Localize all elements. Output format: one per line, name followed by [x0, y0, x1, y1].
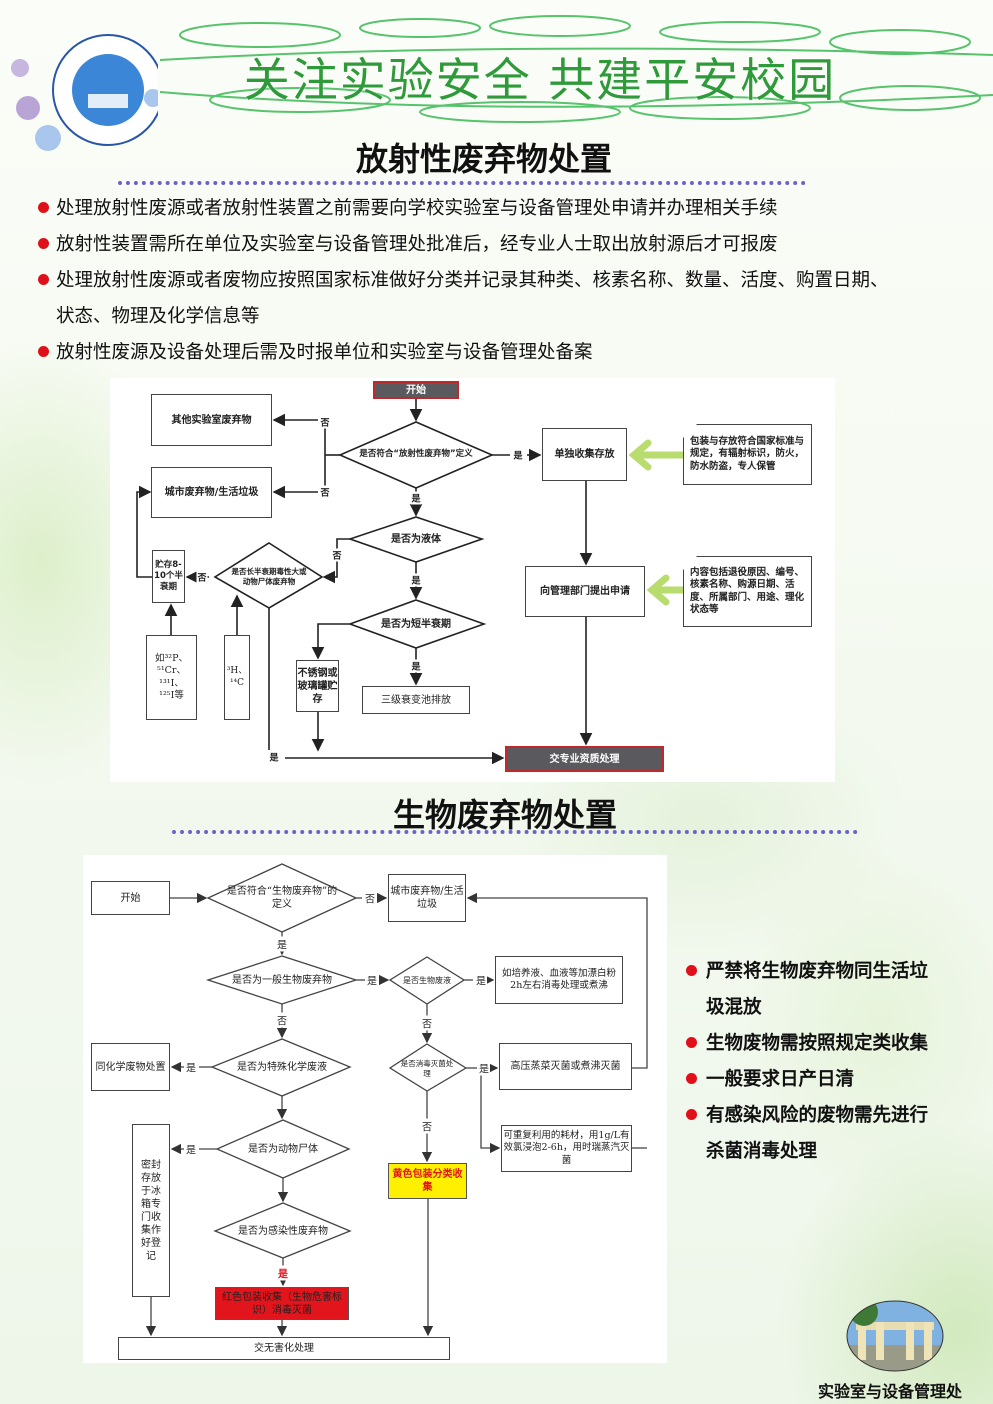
no-label: 否	[331, 548, 343, 562]
radio-other-lab-waste: 其他实验室废弃物	[151, 394, 272, 446]
yes-label: 是	[475, 972, 487, 988]
bio-q-infectious: 是否为感染性废弃物	[238, 1225, 328, 1237]
radio-municipal-waste: 城市废弃物/生活垃圾	[151, 467, 272, 518]
bullet-dot	[686, 1073, 697, 1084]
yes-label: 是	[276, 936, 288, 952]
no-label: 否	[364, 890, 376, 906]
poster-title: 关注实验安全 共建平安校园	[243, 53, 837, 107]
bullet-text: 放射性装置需所在单位及实验室与设备管理处批准后，经专业人士取出放射源后才可报废	[56, 234, 778, 255]
radio-q-short-halflife: 是否为短半衰期	[381, 618, 451, 630]
radio-note-packaging: 包装与存放符合国家标准与规定，有辐射标识，防火，防水防盗，专人保管	[683, 424, 812, 485]
bio-q-general: 是否为一般生物废弃物	[232, 974, 332, 986]
no-label: 否	[276, 1012, 288, 1028]
bullet-dot	[38, 346, 49, 357]
radio-steel-jar: 不锈钢或玻璃罐贮存	[296, 660, 339, 712]
bullet-dot	[686, 1109, 697, 1120]
campus-gate-photo	[846, 1300, 944, 1372]
rule-text: 严禁将生物废弃物同生活垃	[706, 961, 929, 982]
bio-reusable: 可重复利用的耗材，用1g/L有效氯浸泡2-6h，用时瑞蒸汽灭菌	[501, 1125, 632, 1172]
radio-start-node: 开始	[373, 381, 459, 399]
no-label: 否	[421, 1015, 433, 1031]
rule-text: 有感染风险的废物需先进行	[706, 1105, 929, 1126]
bullet-continuation: 状态、物理及化学信息等	[56, 306, 260, 327]
bullet-item: 处理放射性废源或者废物应按照国家标准做好分类并记录其种类、核素名称、数量、活度、…	[38, 266, 889, 292]
isotope-line: ¹³¹I、	[159, 677, 184, 689]
section-divider	[118, 181, 806, 185]
bio-autoclave: 高压蒸菜灭菌或煮沸灭菌	[499, 1043, 632, 1090]
radio-q-long-halflife: 是否长半衰期毒性大或动物尸体废弃物	[231, 567, 307, 586]
radio-note-contents: 内容包括退役原因、编号、核素名称、购源日期、活度、所属部门、用途、理化状态等	[683, 556, 812, 627]
no-label: 否	[421, 1118, 433, 1134]
bullet-text: 放射性废源及设备处理后需及时报单位和实验室与设备管理处备案	[56, 342, 593, 363]
bullet-item: 处理放射性废源或者放射性装置之前需要向学校实验室与设备管理处申请并办理相关手续	[38, 194, 778, 220]
yes-label: 是	[512, 448, 524, 462]
bullet-dot	[686, 1037, 697, 1048]
section-divider	[172, 830, 858, 834]
bio-freezer-storage: 密封存放于冰箱专门收集作好登记	[132, 1124, 170, 1297]
bio-final-node: 交无害化处理	[118, 1337, 450, 1360]
radio-final-node: 交专业资质处理	[505, 746, 664, 772]
bio-chemical-disposal: 同化学废物处置	[91, 1043, 170, 1091]
bullet-dot	[686, 965, 697, 976]
isotope-line: ⁵¹Cr、	[157, 665, 186, 677]
no-label: 否	[319, 485, 331, 499]
isotope-line: 如³²P、	[154, 652, 188, 664]
bio-q-chemical: 是否为特殊化学废液	[237, 1061, 327, 1073]
bullet-dot	[38, 238, 49, 249]
yes-label: 是	[410, 573, 422, 587]
university-logo	[8, 28, 164, 158]
yes-label: 是	[478, 1060, 490, 1076]
rule-text: 生物废物需按照规定类收集	[706, 1033, 929, 1054]
no-label: 否	[319, 415, 331, 429]
bullet-item: 放射性废源及设备处理后需及时报单位和实验室与设备管理处备案	[38, 338, 593, 364]
radioactive-section-title: 放射性废弃物处置	[355, 140, 612, 178]
header-swirl-decoration	[159, 15, 993, 123]
yes-label: 是	[268, 750, 280, 764]
bio-rule-item: 严禁将生物废弃物同生活垃	[686, 957, 929, 983]
bio-rule-item: 有感染风险的废物需先进行	[686, 1101, 929, 1127]
radio-example-isotopes-2: ³H、¹⁴C	[224, 635, 250, 720]
rule-text: 一般要求日产日清	[706, 1069, 855, 1090]
bio-rule-item: 一般要求日产日清	[686, 1065, 855, 1091]
bullet-text: 处理放射性废源或者放射性装置之前需要向学校实验室与设备管理处申请并办理相关手续	[56, 198, 778, 219]
radio-q-liquid: 是否为液体	[391, 533, 441, 545]
green-arrows	[628, 439, 687, 606]
office-name: 实验室与设备管理处	[818, 1382, 963, 1401]
radio-store-decay: 贮存8-10个半衰期	[152, 550, 185, 603]
radio-example-isotopes-1: 如³²P、 ⁵¹Cr、 ¹³¹I、 ¹²⁵I等	[146, 635, 197, 720]
bio-section-title: 生物废弃物处置	[392, 796, 617, 834]
bio-q-definition: 是否符合“生物废弃物”的定义	[226, 886, 338, 910]
yes-label: 是	[410, 659, 422, 673]
no-label: 否	[196, 570, 208, 584]
bio-flowchart-panel	[83, 855, 667, 1363]
radio-q-definition: 是否符合“放射性废弃物”定义	[359, 449, 473, 460]
bullet-dot	[38, 202, 49, 213]
yes-label: 是	[366, 972, 378, 988]
bio-q-liquid: 是否生物废液	[403, 975, 451, 985]
bullet-item: 放射性装置需所在单位及实验室与设备管理处批准后，经专业人士取出放射源后才可报废	[38, 230, 778, 256]
bio-rule-continuation: 圾混放	[706, 997, 762, 1018]
bio-q-animal: 是否为动物尸体	[248, 1143, 318, 1155]
bio-rule-item: 生物废物需按照规定类收集	[686, 1029, 929, 1055]
bio-yellow-bag: 黄色包装分类收集	[388, 1163, 467, 1199]
yes-label: 是	[277, 1265, 289, 1281]
yes-label: 是	[185, 1059, 197, 1075]
bio-start-node: 开始	[91, 881, 170, 915]
radio-apply: 向管理部门提出申请	[525, 566, 645, 617]
radio-decay-pool: 三级衰变池排放	[362, 686, 470, 714]
bio-red-bag: 红色包装收集（生物危害标识）消毒灭菌	[215, 1287, 349, 1320]
bio-liquid-treatment: 如培养液、血液等加漂白粉2h左右消毒处理或煮沸	[495, 956, 623, 1004]
bullet-dot	[38, 274, 49, 285]
radio-separate-store: 单独收集存放	[542, 428, 627, 481]
bio-municipal-waste: 城市废弃物/生活垃圾	[388, 874, 466, 922]
bio-rule-continuation: 杀菌消毒处理	[706, 1141, 818, 1162]
isotope-line: ¹²⁵I等	[159, 689, 184, 701]
bullet-text: 处理放射性废源或者废物应按照国家标准做好分类并记录其种类、核素名称、数量、活度、…	[56, 270, 889, 291]
yes-label: 是	[410, 491, 422, 505]
bio-q-sterilize: 是否消毒灭菌处理	[400, 1059, 454, 1078]
yes-label: 是	[185, 1141, 197, 1157]
